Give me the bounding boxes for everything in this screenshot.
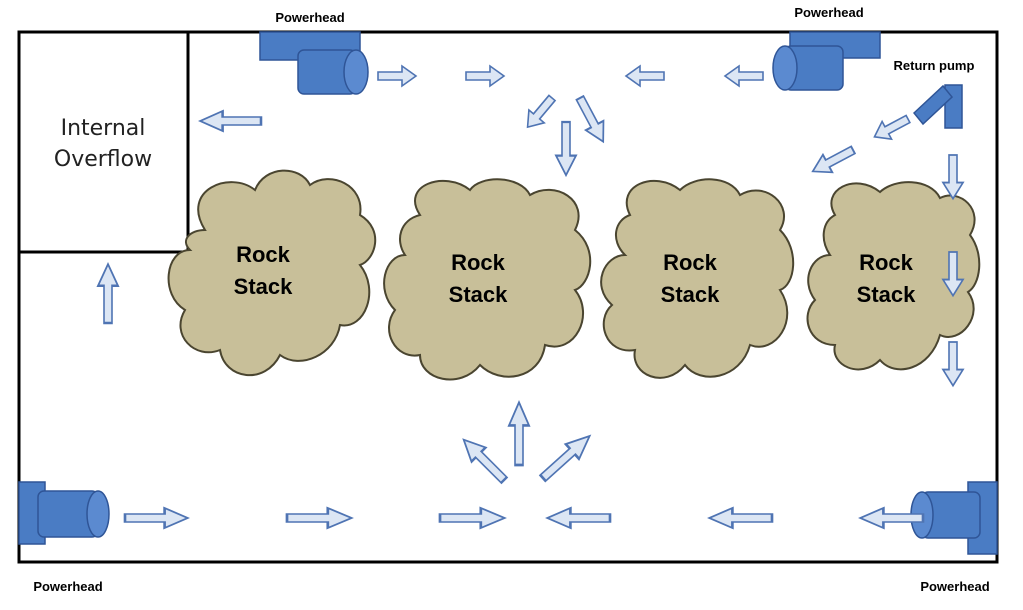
rock-stack-1: Rock Stack [167,169,377,377]
powerhead-bottom-left-label: Powerhead [33,579,102,594]
rock-stack-1-line1: Rock [236,242,291,267]
rock-stack-4: Rock Stack [806,181,981,371]
flow-arrow [519,90,561,135]
rock-stack-1-line2: Stack [234,274,293,299]
flow-arrow [942,341,964,387]
flow-arrow [535,427,598,487]
flow-arrow [942,154,964,200]
powerhead-top-right-label: Powerhead [794,5,863,20]
flow-arrow [96,262,120,325]
flow-arrow [868,109,914,147]
flow-arrow [570,92,614,148]
powerhead-top-right [772,31,881,91]
overflow-box-wall [19,32,190,254]
flow-arrow [807,140,859,182]
rock-stack-3-line1: Rock [663,250,718,275]
flow-arrow [438,506,506,530]
flow-arrow [455,431,513,489]
flow-arrow [545,506,612,530]
flow-arrow [724,65,764,87]
flow-arrow [285,506,353,530]
tank-outline [17,30,999,564]
flow-arrow [507,400,531,467]
flow-arrow [123,506,190,530]
rock-stack-2-line1: Rock [451,250,506,275]
powerhead-bottom-right-label: Powerhead [920,579,989,594]
overflow-label-line2: Overflow [54,147,152,172]
overflow-label-line1: Internal [61,116,146,141]
rock-stack-2: Rock Stack [383,178,592,381]
flow-arrow [377,65,417,87]
rock-stack-2-line2: Stack [449,282,508,307]
flow-arrow [707,506,774,530]
rock-stack-3-line2: Stack [661,282,720,307]
powerhead-top-left [259,31,369,95]
rock-stack-4-line1: Rock [859,250,914,275]
flow-arrow [465,65,505,87]
rock-stack-4-line2: Stack [857,282,916,307]
powerhead-top-left-label: Powerhead [275,10,344,25]
powerhead-bottom-right [910,481,998,555]
return-pump [912,84,963,129]
flow-arrow [554,120,578,177]
rock-stack-3: Rock Stack [600,178,795,379]
return-pump-label: Return pump [894,58,975,73]
flow-arrow [625,65,665,87]
powerhead-bottom-left [18,481,110,545]
flow-arrow [198,109,263,133]
